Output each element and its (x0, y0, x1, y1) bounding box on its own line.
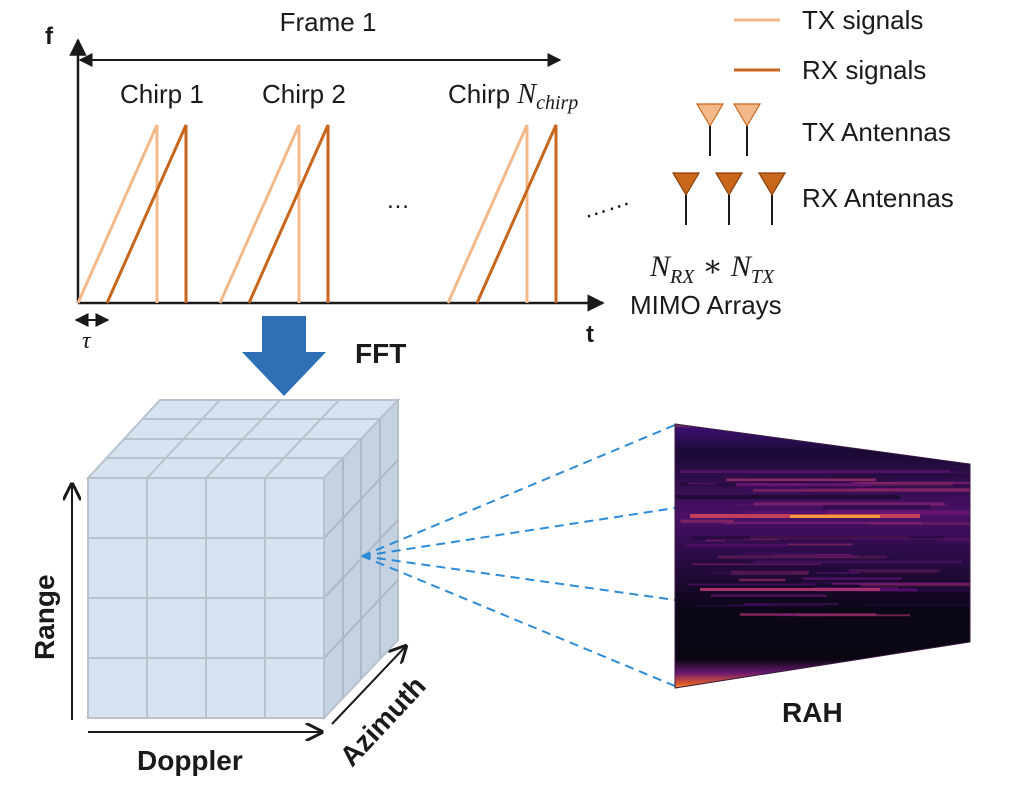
chirp-plot: f t Frame 1 Chirp 1 Chirp 2 Chirp Nchirp… (45, 7, 633, 354)
heatmap-hot-band (700, 588, 880, 591)
heatmap-streak (859, 583, 970, 587)
heatmap-streak (848, 569, 940, 573)
heatmap-streak (831, 582, 970, 585)
heatmap-streak (736, 483, 872, 487)
heatmap-streak (832, 472, 967, 476)
heatmap-streak (828, 510, 970, 515)
heatmap-streak (802, 577, 902, 580)
heatmap-streak (745, 483, 804, 485)
down-arrow-icon (242, 316, 326, 396)
fft-arrow: FFT (242, 316, 406, 396)
heatmap-streak (725, 539, 938, 542)
heatmap-streak (680, 519, 734, 523)
heatmap-streak (731, 570, 809, 575)
heatmap-streak (690, 536, 945, 539)
heatmap-streak (692, 563, 822, 565)
tx-antennas-label: TX Antennas (802, 117, 951, 147)
rx-antenna-icon (671, 172, 787, 225)
tx-antenna-icon (695, 103, 762, 156)
heatmap-streak (685, 544, 787, 547)
range-azimuth-heatmap: RAH (674, 423, 971, 728)
heatmap-streak (708, 571, 793, 575)
rx-chirp-2 (247, 124, 330, 304)
heatmap-streak (848, 539, 912, 542)
chirp-n-label: Chirp Nchirp (448, 79, 578, 114)
range-axis-label: Range (29, 574, 60, 660)
heatmap-streak (727, 604, 774, 606)
tx-chirp-n (446, 124, 529, 304)
tx-signals-label: TX signals (802, 5, 923, 35)
heatmap-streak (864, 603, 970, 607)
heatmap-streak (695, 605, 826, 607)
heatmap-streak (787, 543, 853, 546)
heatmap-streak (721, 521, 923, 525)
rx-chirp-1 (105, 124, 188, 304)
x-axis-label: t (586, 321, 594, 348)
heatmap-streak (741, 552, 815, 556)
heatmap-streak (749, 564, 855, 569)
heatmap-streak (675, 495, 901, 500)
right-ellipsis: …… (579, 184, 633, 225)
heatmap-streak (690, 568, 840, 571)
tau-label: τ (82, 328, 92, 354)
chirp-2 (218, 124, 330, 304)
heatmap-streak (738, 578, 786, 582)
heatmap-streak (753, 488, 970, 492)
heatmap-streak (688, 583, 816, 586)
heatmap-streak (740, 486, 804, 490)
y-axis-label: f (45, 23, 54, 50)
heatmap-label: RAH (782, 697, 843, 728)
heatmap-streak (751, 561, 812, 563)
azimuth-axis-arrow (331, 646, 406, 725)
projection-line-2 (361, 507, 676, 557)
rx-signals-label: RX signals (802, 55, 926, 85)
heatmap-streaks (675, 470, 970, 617)
rx-antennas-label: RX Antennas (802, 183, 954, 213)
heatmap-hot-band (790, 515, 880, 518)
projection-line-3 (361, 555, 676, 601)
chirp-2-label: Chirp 2 (262, 79, 346, 109)
projection-line-1 (361, 424, 676, 557)
tx-chirp-1 (76, 124, 159, 304)
heatmap-hot-band (680, 470, 950, 473)
heatmap-streak (710, 594, 827, 597)
heatmap-streak (857, 555, 902, 558)
heatmap-streak (755, 560, 963, 564)
data-cube: Range Doppler Azimuth (29, 397, 432, 776)
legend: TX signals RX signals TX Antennas RX Ant… (630, 5, 954, 320)
heatmap-streak (718, 555, 888, 559)
heatmap-streak (726, 478, 876, 482)
mimo-formula: NRX∗NTX (649, 250, 775, 288)
mimo-caption: MIMO Arrays (630, 290, 782, 320)
heatmap-streak (822, 504, 931, 509)
rx-chirp-n (475, 124, 558, 304)
heatmap-streak (745, 511, 857, 513)
fft-label: FFT (355, 338, 406, 369)
chirp-1 (76, 124, 188, 304)
heatmap-streak (870, 522, 970, 525)
projection-lines (361, 424, 676, 687)
heatmap-streak (796, 614, 911, 617)
chirp-1-label: Chirp 1 (120, 79, 204, 109)
middle-ellipsis: … (386, 187, 410, 214)
heatmap-streak (816, 572, 860, 574)
heatmap-streak (860, 481, 953, 486)
heatmap-streak (743, 603, 839, 605)
chirp-n (446, 124, 558, 304)
doppler-axis-label: Doppler (137, 745, 243, 776)
heatmap-streak (753, 502, 945, 506)
frame-label: Frame 1 (280, 7, 377, 37)
tx-chirp-2 (218, 124, 301, 304)
projection-line-4 (361, 555, 676, 687)
